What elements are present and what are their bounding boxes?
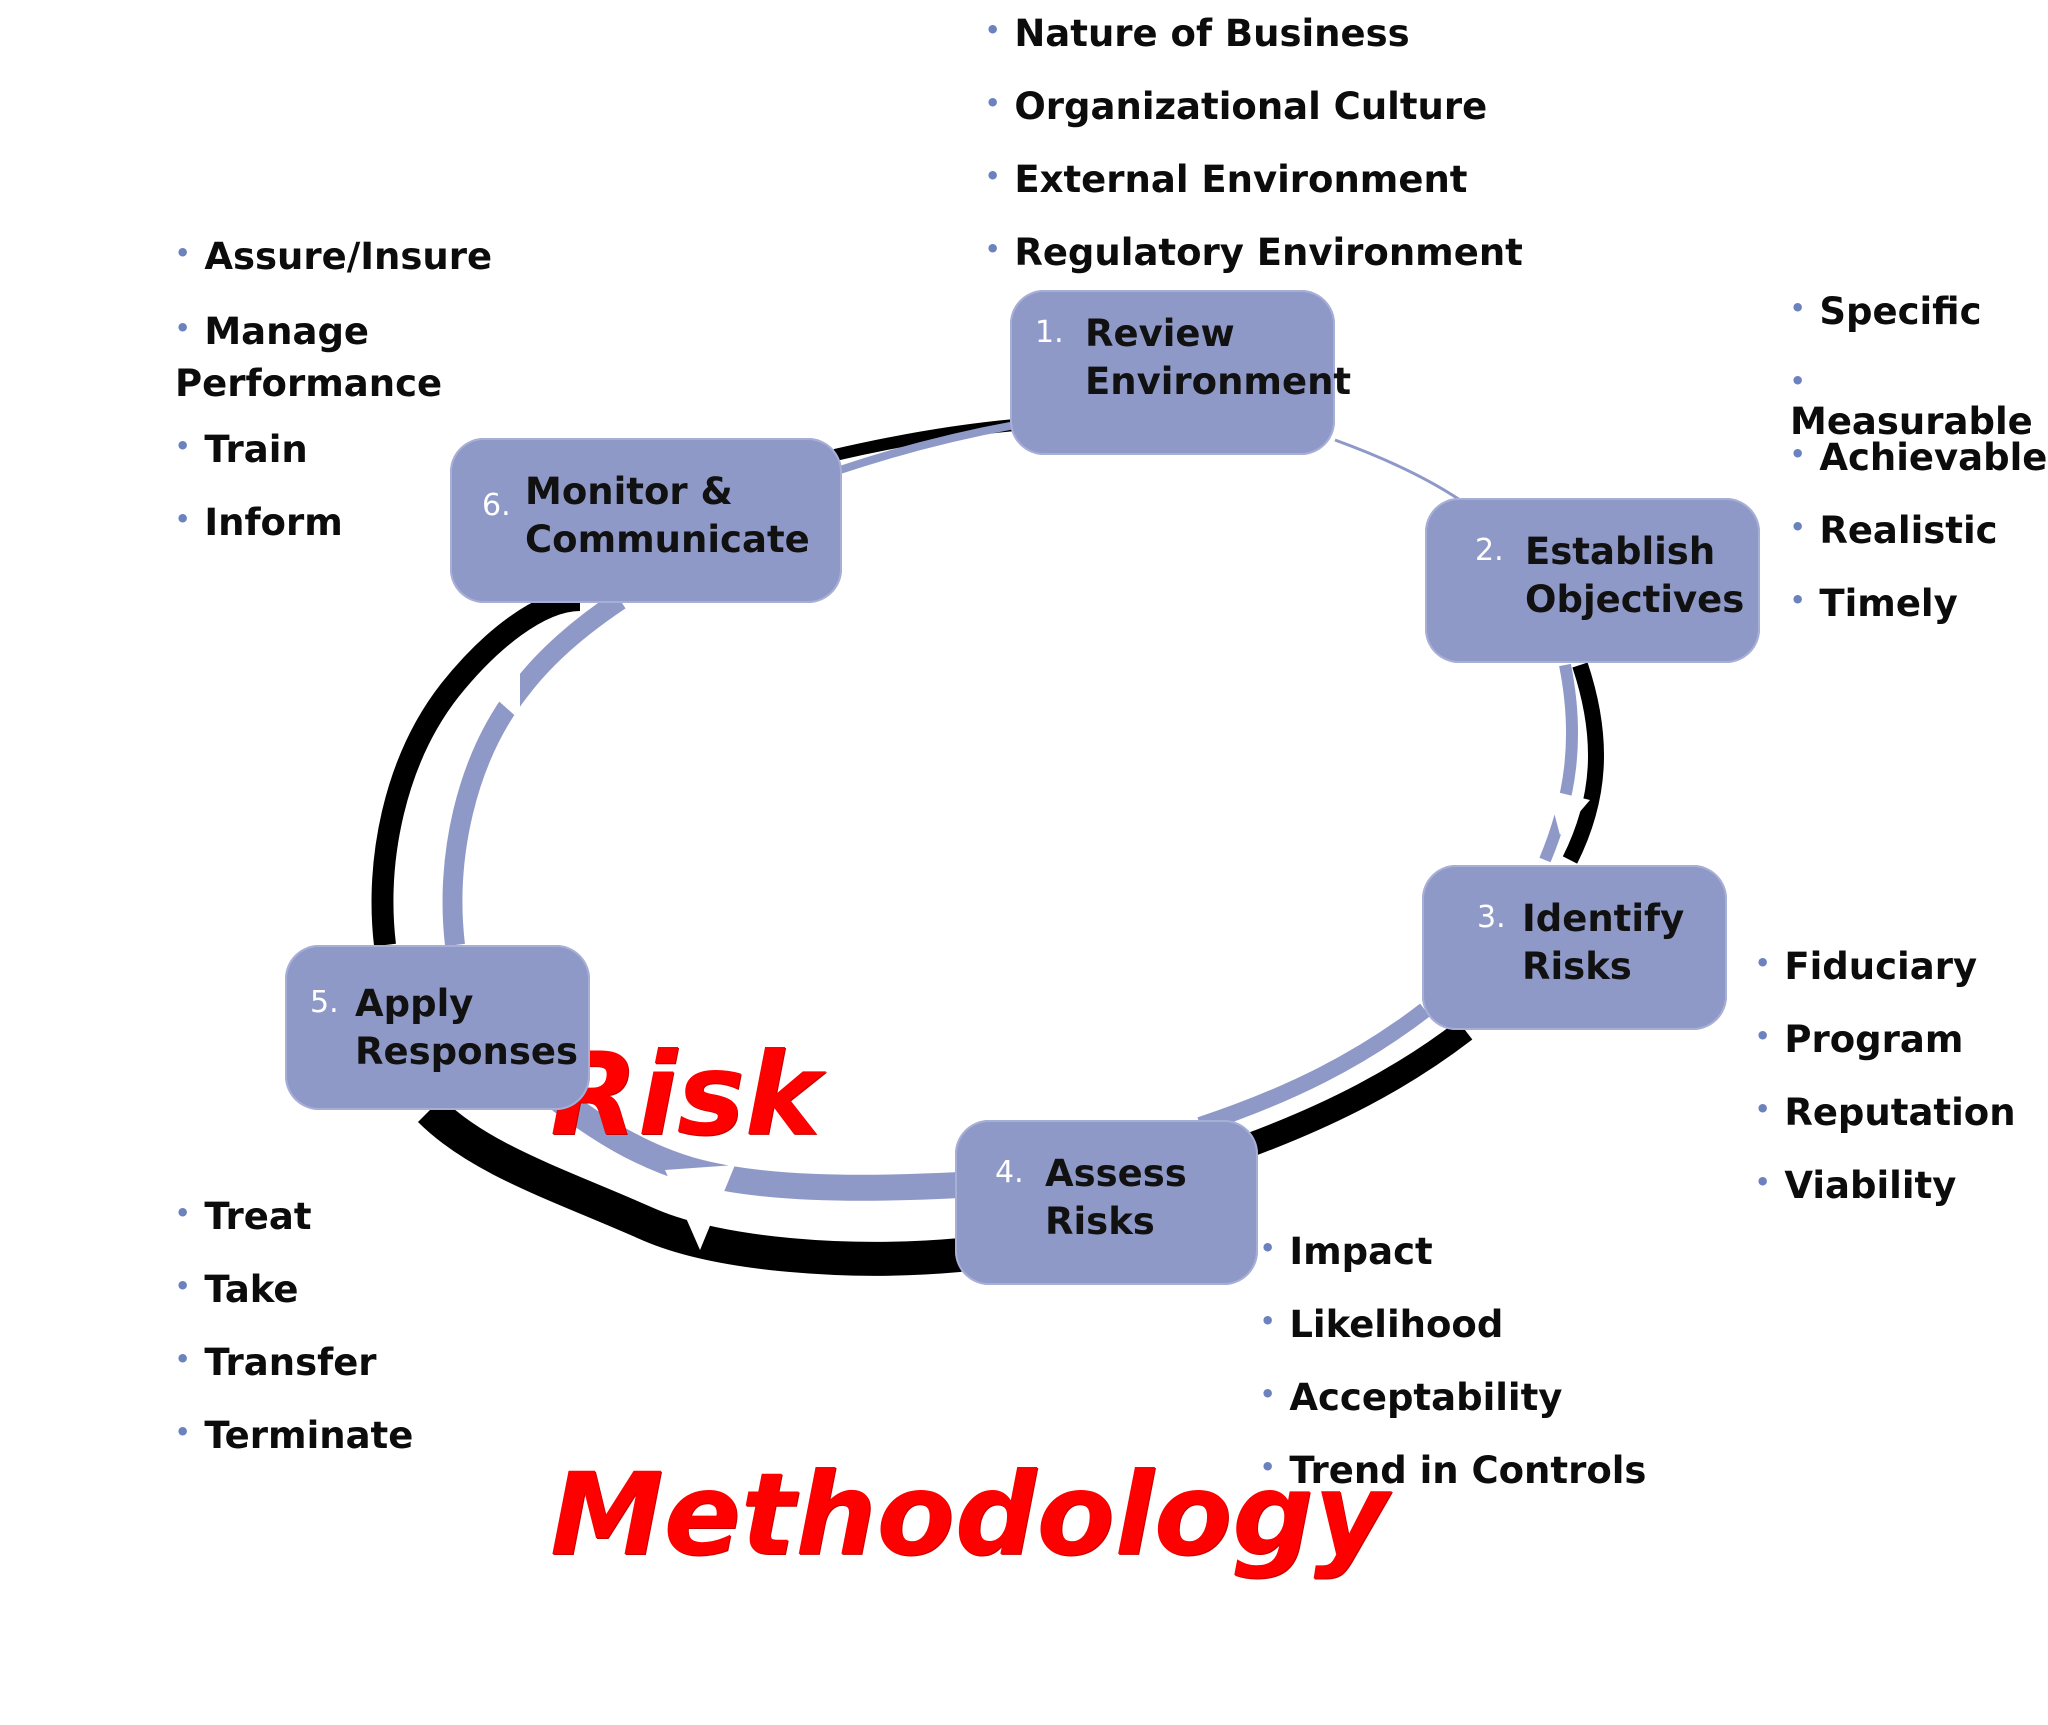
ring-dark-arc-bottom [417, 1097, 962, 1276]
bullet-dot: • [1260, 1234, 1276, 1262]
stage-label: Establish Objectives [1525, 530, 1745, 621]
list-review-environment: •Nature of Business •Organizational Cult… [985, 12, 1523, 304]
bullet-dot: • [1790, 513, 1806, 541]
bullet-dot: • [985, 235, 1001, 263]
list-item: •Assure/Insure [175, 235, 493, 278]
list-item: •Realistic [1790, 509, 1998, 552]
stage-number: 2. [1475, 533, 1504, 568]
list-identify-risks: •Fiduciary •Program •Reputation •Viabili… [1755, 945, 2016, 1237]
list-item: •Regulatory Environment [985, 231, 1523, 274]
ring-light-arc-right-lower [1197, 1003, 1430, 1133]
bullet-dot: • [175, 314, 191, 342]
bullet-dot: • [1755, 1095, 1771, 1123]
list-item: •Take [175, 1268, 299, 1311]
arrow-head-left [475, 670, 520, 720]
list-item: •Likelihood [1260, 1303, 1504, 1346]
ring-light-arc-top [838, 421, 1016, 474]
stage-label: Assess Risks [1045, 1152, 1187, 1243]
bullet-dot: • [1790, 586, 1806, 614]
bullet-dot: • [985, 162, 1001, 190]
stage-label: Apply Responses [355, 982, 578, 1073]
bullet-dot: • [985, 16, 1001, 44]
ring-light-arc-right [1539, 663, 1579, 863]
ring-dark-arc-left [371, 589, 581, 947]
cycle-ring [371, 419, 1604, 1276]
bullet-dot: • [175, 239, 191, 267]
list-item: •Measurable [1790, 367, 2033, 443]
stage-review-environment: 1. Review Environment [1010, 290, 1351, 455]
list-item: •Program [1755, 1018, 1964, 1061]
stage-label: Review Environment [1085, 312, 1352, 403]
bullet-dot: • [985, 89, 1001, 117]
stage-label: Identify Risks [1522, 897, 1685, 988]
bullet-dot: • [1755, 1168, 1771, 1196]
ring-dark-arc-right [1562, 662, 1604, 864]
bullet-dot: • [175, 432, 191, 460]
stage-number: 5. [310, 985, 339, 1020]
stage-number: 3. [1477, 900, 1506, 935]
list-item: •Timely [1790, 582, 1958, 625]
list-item: •External Environment [985, 158, 1468, 201]
list-item: •Impact [1260, 1230, 1433, 1273]
list-establish-objectives: •Specific •Measurable •Achievable •Reali… [1790, 290, 2047, 655]
list-item: •Organizational Culture [985, 85, 1488, 128]
list-item: •Terminate [175, 1414, 414, 1457]
stage-apply-responses: 5. Apply Responses [285, 945, 590, 1110]
list-item: •Trend in Controls [1260, 1449, 1647, 1492]
stage-number: 4. [995, 1155, 1024, 1190]
stage-number: 6. [482, 488, 511, 523]
list-item: •Acceptability [1260, 1376, 1563, 1419]
bullet-dot: • [1260, 1380, 1276, 1408]
bullet-dot: • [175, 1345, 191, 1373]
list-item: •Specific [1790, 290, 1982, 333]
stage-identify-risks: 3. Identify Risks [1422, 865, 1727, 1030]
stage-label: Monitor & Communicate [525, 470, 810, 561]
stage-assess-risks: 4. Assess Risks [955, 1120, 1258, 1285]
list-item: •Viability [1755, 1164, 1957, 1207]
arrow-head-right [1548, 790, 1590, 835]
bullet-dot: • [175, 1272, 191, 1300]
bullet-dot: • [1260, 1307, 1276, 1335]
stage-number: 1. [1035, 315, 1064, 350]
bullet-dot: • [1790, 294, 1806, 322]
list-monitor-communicate: •Assure/Insure •Manage Performance •Trai… [175, 235, 505, 574]
list-item: •Manage Performance [175, 310, 443, 405]
bullet-dot: • [1790, 367, 1806, 395]
stage-establish-objectives: 2. Establish Objectives [1425, 498, 1760, 663]
list-item: •Reputation [1755, 1091, 2016, 1134]
list-item: •Treat [175, 1195, 312, 1238]
list-item: •Achievable [1790, 436, 2048, 479]
bullet-dot: • [175, 505, 191, 533]
bullet-dot: • [1260, 1453, 1276, 1481]
stage-monitor-communicate: 6. Monitor & Communicate [450, 438, 842, 603]
list-apply-responses: •Treat •Take •Transfer •Terminate [175, 1195, 413, 1487]
list-item: •Inform [175, 501, 343, 544]
bullet-dot: • [175, 1199, 191, 1227]
list-item: •Nature of Business [985, 12, 1410, 55]
list-item: •Fiduciary [1755, 945, 1978, 988]
bullet-dot: • [1755, 949, 1771, 977]
title-line-1: Risk [550, 1028, 821, 1161]
list-item: •Transfer [175, 1341, 377, 1384]
bullet-dot: • [1755, 1022, 1771, 1050]
bullet-dot: • [1790, 440, 1806, 468]
ring-light-arc-left [442, 591, 626, 947]
ring-dark-arc-right-lower [1245, 1020, 1473, 1157]
ring-light-thin-top-right [1334, 438, 1461, 502]
arrow-head-bottom [665, 1165, 735, 1250]
bullet-dot: • [175, 1418, 191, 1446]
list-item: •Train [175, 428, 308, 471]
list-assess-risks: •Impact •Likelihood •Acceptability •Tren… [1260, 1230, 1646, 1522]
